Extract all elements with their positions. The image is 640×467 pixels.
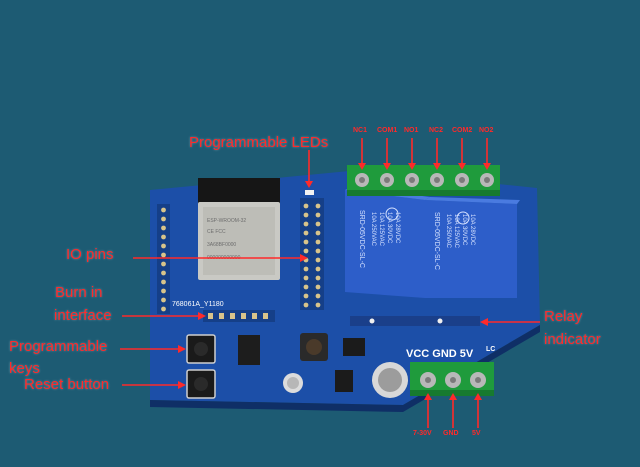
power-label-gnd: GND bbox=[443, 430, 459, 437]
relay-1-text: SRD-05VDC-SL-C bbox=[358, 210, 365, 268]
corner-mark-silkscreen: LC bbox=[486, 346, 496, 353]
svg-text:ESP-WROOM-32: ESP-WROOM-32 bbox=[207, 218, 246, 224]
label-burn-in-1: Burn in bbox=[55, 284, 103, 301]
power-terminal-block bbox=[410, 362, 494, 396]
inductor-core bbox=[306, 339, 322, 355]
relay-2 bbox=[425, 197, 520, 298]
programmable-led bbox=[305, 190, 314, 195]
regulator-chip bbox=[238, 335, 260, 365]
power-header-silkscreen: VCC GND 5V bbox=[406, 348, 474, 360]
relay-indicator-leds bbox=[350, 316, 480, 326]
relay-led-2 bbox=[437, 318, 443, 324]
label-io-pins: IO pins bbox=[66, 246, 114, 263]
label-prog-keys-2: keys bbox=[9, 360, 40, 377]
svg-text:3A68BF0000: 3A68BF0000 bbox=[207, 242, 236, 248]
svg-text:10A 28VDC: 10A 28VDC bbox=[469, 214, 475, 246]
capacitor-large-top bbox=[378, 368, 402, 392]
terminal-label-no1: NO1 bbox=[404, 127, 419, 134]
relay-2-ratings: 10A 250VAC 10A 125VAC 10A 30VDC 10A 28VD… bbox=[445, 214, 475, 249]
relay-1-model: SRD-05VDC-SL-C bbox=[358, 210, 365, 268]
left-pin-header bbox=[157, 204, 170, 314]
label-prog-keys-1: Programmable bbox=[9, 338, 108, 355]
relay-1-ratings: 10A 250VAC 10A 125VAC 10A 30VDC 10A 28VD… bbox=[370, 212, 400, 247]
ic-chip bbox=[343, 338, 365, 356]
relay-led-1 bbox=[369, 318, 375, 324]
reset-key-cap bbox=[194, 377, 208, 391]
svg-text:10A 30VDC: 10A 30VDC bbox=[386, 212, 392, 244]
svg-text:10A 250VAC: 10A 250VAC bbox=[445, 214, 451, 249]
programmable-key-cap bbox=[194, 342, 208, 356]
power-label-5v: 5V bbox=[472, 430, 481, 437]
board-id-silkscreen: 768061A_Y1180 bbox=[172, 301, 224, 308]
svg-text:10A 28VDC: 10A 28VDC bbox=[394, 212, 400, 244]
svg-text:10A 250VAC: 10A 250VAC bbox=[370, 212, 376, 247]
relay-terminal-block bbox=[347, 165, 500, 196]
label-burn-in-2: interface bbox=[54, 307, 112, 324]
label-relay-2: indicator bbox=[544, 331, 601, 348]
svg-text:10A 125VAC: 10A 125VAC bbox=[453, 214, 459, 249]
pcb-shadow bbox=[150, 325, 540, 412]
svg-text:CE FCC: CE FCC bbox=[207, 229, 226, 235]
io-pin-holes bbox=[303, 203, 321, 308]
power-label-vin: 7-30V bbox=[413, 430, 432, 437]
io-pin-header bbox=[300, 198, 324, 310]
relay-2-text: SRD-05VDC-SL-C bbox=[433, 212, 440, 270]
terminal-label-com2: COM2 bbox=[452, 127, 473, 134]
svg-text:10A 30VDC: 10A 30VDC bbox=[461, 214, 467, 246]
terminal-label-no2: NO2 bbox=[479, 127, 494, 134]
svg-text:SRD-05VDC-SL-C: SRD-05VDC-SL-C bbox=[433, 212, 440, 270]
label-reset-button: Reset button bbox=[24, 376, 110, 393]
left-pin-holes bbox=[161, 207, 166, 312]
smd-chip-2 bbox=[335, 370, 353, 392]
label-relay-1: Relay bbox=[544, 308, 583, 325]
terminal-label-nc1: NC1 bbox=[353, 127, 368, 134]
esp32-module-shield-inner bbox=[203, 207, 275, 275]
terminal-label-com1: COM1 bbox=[377, 127, 398, 134]
annotation-arrows bbox=[120, 138, 540, 428]
esp32-module-antenna bbox=[198, 178, 280, 204]
capacitor-small-top bbox=[287, 377, 299, 389]
terminal-label-nc2: NC2 bbox=[429, 127, 444, 134]
label-programmable-leds: Programmable LEDs bbox=[189, 134, 329, 151]
svg-text:10A 125VAC: 10A 125VAC bbox=[378, 212, 384, 247]
burn-in-pins bbox=[208, 313, 268, 319]
